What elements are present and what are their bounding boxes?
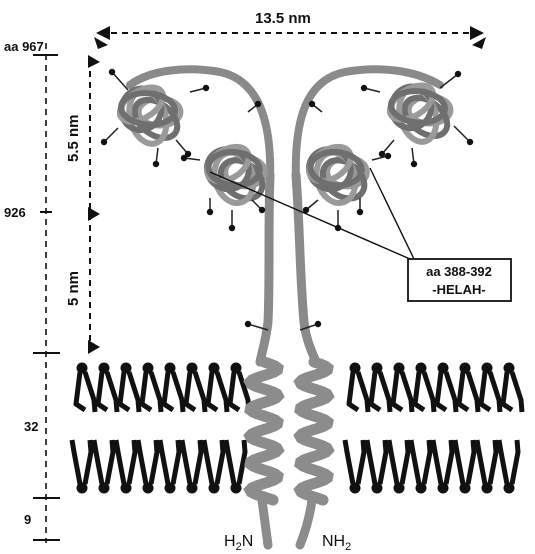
lipid-tail xyxy=(503,372,512,410)
right-stalk xyxy=(296,175,316,362)
lipid-tail xyxy=(437,372,446,410)
lipid-tail xyxy=(173,372,183,412)
lipid-tail xyxy=(85,372,95,412)
lipid-tail xyxy=(142,372,151,410)
left-stalk xyxy=(260,175,270,362)
left-inner-domain xyxy=(201,140,270,208)
right-tm-helix xyxy=(300,362,328,500)
lipid-tail xyxy=(415,372,424,410)
lipid-tail xyxy=(195,372,205,412)
aa-967-label: aa 967 xyxy=(4,39,44,54)
lipid-tail xyxy=(481,372,490,410)
lipid-tail xyxy=(446,372,456,412)
lipid-tail xyxy=(160,440,168,484)
lipid-tail xyxy=(138,440,146,484)
lipid-tail xyxy=(468,440,474,484)
lipid-tail xyxy=(107,440,113,484)
lipid-tail xyxy=(424,440,430,484)
lipid-tail xyxy=(151,440,157,484)
right-outer-domain xyxy=(384,78,454,146)
lipid-tail xyxy=(424,372,434,412)
lipid-tail xyxy=(380,440,386,484)
lipid-tail xyxy=(367,440,375,484)
lipid-tail xyxy=(151,372,161,412)
lipid-tail xyxy=(98,372,107,410)
upper-height-label: 5.5 nm xyxy=(65,114,82,162)
width-label: 13.5 nm xyxy=(255,10,311,27)
lipid-tail xyxy=(94,440,102,484)
lipid-tail xyxy=(433,440,441,484)
lipid-tail xyxy=(226,440,234,484)
lipid-tail xyxy=(120,372,129,410)
lipid-tail xyxy=(173,440,179,484)
lipid-tail xyxy=(389,440,397,484)
lipid-tail xyxy=(490,440,496,484)
lipid-tail xyxy=(490,372,500,412)
lipid-tail xyxy=(208,372,217,410)
lipid-tail xyxy=(107,372,117,412)
lipid-tail xyxy=(455,440,463,484)
lipid-tail xyxy=(468,372,478,412)
lipid-tail xyxy=(204,440,212,484)
lipid-tail xyxy=(164,372,173,410)
lipid-tail xyxy=(402,372,412,412)
membrane-9-label: 9 xyxy=(24,512,31,527)
lipid-tail xyxy=(129,440,135,484)
lipid-tail xyxy=(411,440,419,484)
lipid-tail xyxy=(182,440,190,484)
lipid-tail xyxy=(217,372,227,412)
lipid-tail xyxy=(349,372,358,410)
lipid-tail xyxy=(116,440,124,484)
callout-line2: -HELAH- xyxy=(432,282,485,297)
lipid-tail xyxy=(129,372,139,412)
lipid-tail xyxy=(477,440,485,484)
lipid-tail xyxy=(217,440,223,484)
lower-height-label: 5 nm xyxy=(65,271,82,306)
lipid-tail xyxy=(446,440,452,484)
height-dimension xyxy=(88,55,100,354)
lipid-tail xyxy=(358,372,368,412)
lipid-tail xyxy=(512,440,518,484)
lipid-tail xyxy=(186,372,195,410)
n-terminus-left: H2N xyxy=(224,533,253,553)
lipid-tail xyxy=(512,372,522,412)
lipid-tail xyxy=(195,440,201,484)
lipid-bilayer-left xyxy=(72,363,249,494)
lipid-tail xyxy=(358,440,364,484)
aa-926-label: 926 xyxy=(4,205,26,220)
lipid-tail xyxy=(239,440,245,484)
lipid-bilayer-right xyxy=(345,363,522,494)
lipid-tail xyxy=(85,440,91,484)
callout-line1: aa 388-392 xyxy=(426,264,492,279)
lipid-tail xyxy=(402,440,408,484)
n-terminus-right: NH2 xyxy=(322,533,351,553)
lipid-tail xyxy=(230,372,239,410)
lipid-tail xyxy=(345,440,353,484)
lipid-tail xyxy=(459,372,468,410)
lipid-tail xyxy=(76,372,85,410)
lipid-tail xyxy=(499,440,507,484)
right-inner-domain xyxy=(303,140,372,208)
lipid-tail xyxy=(393,372,402,410)
left-tm-helix xyxy=(250,362,278,500)
width-dimension: 13.5 nm xyxy=(94,10,486,49)
left-tail xyxy=(262,500,268,545)
lipid-tail xyxy=(380,372,390,412)
right-tail xyxy=(300,500,312,545)
membrane-32-label: 32 xyxy=(24,419,38,434)
lipid-tail xyxy=(72,440,80,484)
vertical-axis xyxy=(33,43,60,543)
lipid-tail xyxy=(371,372,380,410)
left-outer-domain xyxy=(114,80,184,148)
